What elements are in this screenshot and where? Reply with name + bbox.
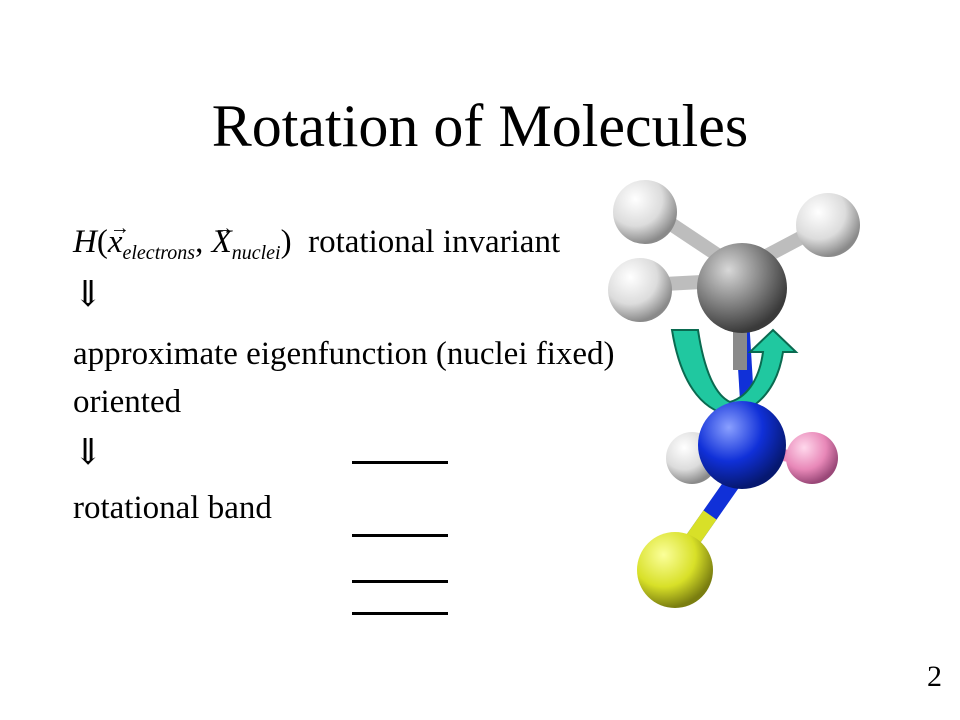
- rotational-band-text: rotational band: [73, 490, 272, 526]
- hydrogen-atom: [613, 180, 677, 244]
- nuclei-variable: X: [211, 224, 232, 260]
- molecule-illustration: [608, 180, 860, 608]
- rotation-arrow-icon: [670, 328, 799, 417]
- energy-level-line: [352, 612, 448, 615]
- hamiltonian-symbol: H: [73, 224, 97, 260]
- energy-level-line: [352, 580, 448, 583]
- vector-arrow-icon: →: [109, 217, 130, 239]
- page-number: 2: [927, 660, 942, 693]
- vector-arrow-icon: →: [213, 217, 234, 239]
- close-paren: ): [280, 224, 292, 260]
- rotational-invariant-text: rotational invariant: [308, 224, 561, 260]
- eigenfunction-text: approximate eigenfunction (nuclei fixed): [73, 336, 615, 372]
- energy-level-line: [352, 461, 448, 464]
- electron-subscript: electrons: [122, 242, 196, 264]
- nuclei-coordinate: →X: [211, 217, 234, 262]
- nitrogen-atom: [698, 401, 786, 489]
- hydrogen-atom: [608, 258, 672, 322]
- slide-title: Rotation of Molecules: [211, 93, 749, 159]
- pink-atom: [786, 432, 838, 484]
- fluorine-atom: [637, 532, 713, 608]
- carbon-atom: [697, 243, 787, 333]
- electron-coordinate: →x: [107, 217, 130, 262]
- oriented-text: oriented: [73, 384, 182, 420]
- open-paren: (: [96, 224, 108, 260]
- comma: ,: [195, 224, 204, 260]
- energy-level-line: [352, 534, 448, 537]
- nuclei-subscript: nuclei: [231, 242, 281, 264]
- implies-arrow-icon: ⇓: [73, 432, 104, 472]
- hydrogen-atom: [796, 193, 860, 257]
- implies-arrow-icon: ⇓: [73, 274, 104, 314]
- hamiltonian-line: H(→xelectrons, →Xnuclei) rotational inva…: [73, 217, 561, 273]
- electron-variable: x: [107, 224, 123, 260]
